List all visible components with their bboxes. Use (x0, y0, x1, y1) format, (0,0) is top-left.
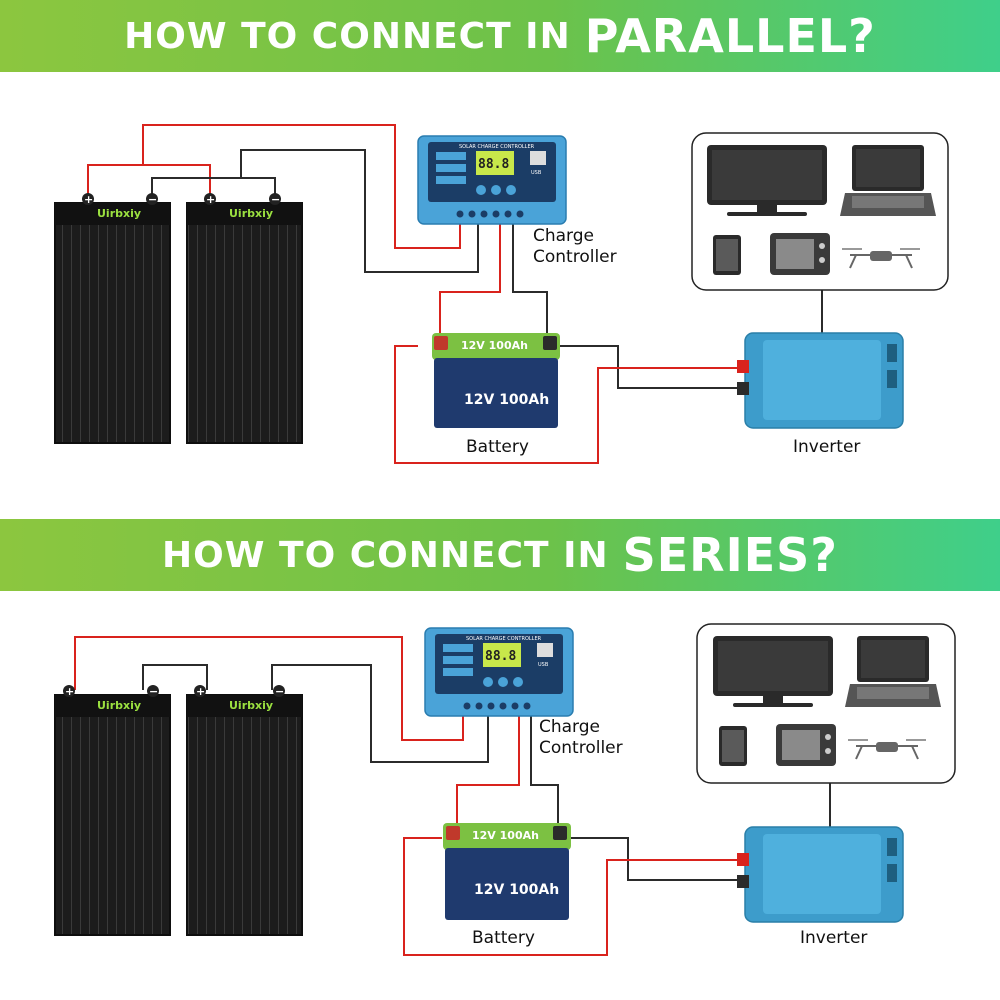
panel-negative-terminal (147, 685, 159, 697)
microwave-icon (776, 724, 836, 766)
wire-panel-series-link (142, 664, 208, 690)
parallel-title-banner: HOW TO CONNECT IN PARALLEL? (0, 0, 1000, 72)
devices-box (691, 132, 949, 291)
panel-brand-label: Uirbxiy (229, 207, 273, 220)
panel-positive-terminal (63, 685, 75, 697)
battery-negative-terminal (553, 826, 567, 840)
solar-panel-1: Uirbxiy + − (54, 685, 171, 936)
parallel-wires (87, 124, 823, 464)
series-wires (74, 636, 831, 956)
controller-lcd-value: 88.8 (478, 157, 509, 172)
panel-negative-terminal (273, 685, 285, 697)
panel-brand-label: Uirbxiy (229, 699, 273, 712)
tablet-icon (719, 726, 747, 766)
battery-front-label: 12V 100Ah (474, 882, 559, 898)
wire-controller-to-battery-positive (456, 714, 520, 826)
panel-minus-sign: − (275, 685, 284, 698)
microwave-icon (770, 233, 830, 275)
panel-plus-sign: + (84, 193, 93, 206)
wire-panel-positive-link (87, 164, 211, 197)
panel-minus-sign: − (148, 193, 157, 206)
monitor-icon (707, 145, 827, 216)
wire-controller-to-battery-positive (439, 222, 501, 345)
solar-panel-2: Uirbxiy + − (186, 193, 303, 444)
series-title-lead: HOW TO CONNECT IN (162, 534, 609, 576)
panel-positive-terminal (194, 685, 206, 697)
wire-panel-negative-link (151, 177, 276, 197)
panel-plus-sign: + (206, 193, 215, 206)
battery-positive-terminal (446, 826, 460, 840)
wire-controller-to-battery-negative (512, 222, 548, 345)
controller-usb-label: USB (538, 662, 549, 668)
battery: 12V 100Ah 12V 100Ah (443, 823, 571, 920)
series-title-banner: HOW TO CONNECT IN SERIES? (0, 519, 1000, 591)
parallel-diagram: Uirbxiy + − Uirbxiy + − SOLAR CHARGE CON… (54, 124, 949, 464)
monitor-icon (713, 636, 833, 707)
inverter-negative-terminal (737, 382, 749, 395)
battery-positive-terminal (434, 336, 448, 350)
wire-positive-to-controller (142, 124, 461, 249)
wire-negative-to-controller (240, 149, 479, 273)
inverter-positive-terminal (737, 360, 749, 373)
solar-panel-2: Uirbxiy + − (186, 685, 303, 936)
controller-label-line2: Controller (533, 247, 617, 267)
panel-plus-sign: + (196, 685, 205, 698)
controller-usb-label: USB (531, 170, 542, 176)
controller-lcd (483, 643, 521, 667)
controller-label-line1: Charge (539, 717, 600, 737)
controller-lcd (476, 151, 514, 175)
charge-controller: SOLAR CHARGE CONTROLLER 88.8 USB (417, 135, 567, 225)
controller-lcd-value: 88.8 (485, 649, 516, 664)
battery-negative-terminal (543, 336, 557, 350)
wire-battery-to-inverter-positive (394, 345, 742, 464)
tablet-icon (713, 235, 741, 275)
inverter (737, 826, 904, 923)
drone-icon (842, 248, 920, 269)
panel-positive-terminal (82, 193, 94, 205)
inverter (737, 332, 904, 429)
battery-top-label: 12V 100Ah (461, 339, 528, 352)
wire-positive-to-controller (74, 636, 464, 741)
controller-label-line1: Charge (533, 226, 594, 246)
usb-port-icon (530, 151, 546, 165)
battery-label: Battery (472, 928, 535, 948)
panel-negative-terminal (269, 193, 281, 205)
inverter-positive-terminal (737, 853, 749, 866)
battery-top-label: 12V 100Ah (472, 829, 539, 842)
panel-minus-sign: − (149, 685, 158, 698)
wire-battery-to-inverter-positive (403, 837, 742, 956)
panel-negative-terminal (146, 193, 158, 205)
panel-positive-terminal (204, 193, 216, 205)
panel-plus-sign: + (65, 685, 74, 698)
controller-title: SOLAR CHARGE CONTROLLER (466, 636, 542, 642)
inverter-negative-terminal (737, 875, 749, 888)
battery-label: Battery (466, 437, 529, 457)
inverter-label: Inverter (800, 928, 867, 948)
battery: 12V 100Ah 12V 100Ah (432, 333, 560, 428)
series-diagram: Uirbxiy + − Uirbxiy + − SOLAR CHARGE CON… (54, 623, 956, 956)
usb-port-icon (537, 643, 553, 657)
wire-negative-to-controller (271, 664, 489, 763)
panel-minus-sign: − (271, 193, 280, 206)
solar-panel-1: Uirbxiy + − (54, 193, 171, 444)
series-title-key: SERIES? (622, 528, 838, 582)
panel-brand-label: Uirbxiy (97, 207, 141, 220)
controller-title: SOLAR CHARGE CONTROLLER (459, 144, 535, 150)
battery-front-label: 12V 100Ah (464, 392, 549, 408)
drone-icon (848, 739, 926, 760)
devices-box (696, 623, 956, 784)
parallel-title-key: PARALLEL? (584, 9, 876, 63)
parallel-title-lead: HOW TO CONNECT IN (124, 15, 571, 57)
wire-controller-to-battery-negative (530, 714, 559, 826)
charge-controller: SOLAR CHARGE CONTROLLER 88.8 USB (424, 627, 574, 717)
controller-label-line2: Controller (539, 738, 623, 758)
inverter-label: Inverter (793, 437, 860, 457)
laptop-icon (840, 145, 936, 216)
laptop-icon (845, 636, 941, 707)
panel-brand-label: Uirbxiy (97, 699, 141, 712)
